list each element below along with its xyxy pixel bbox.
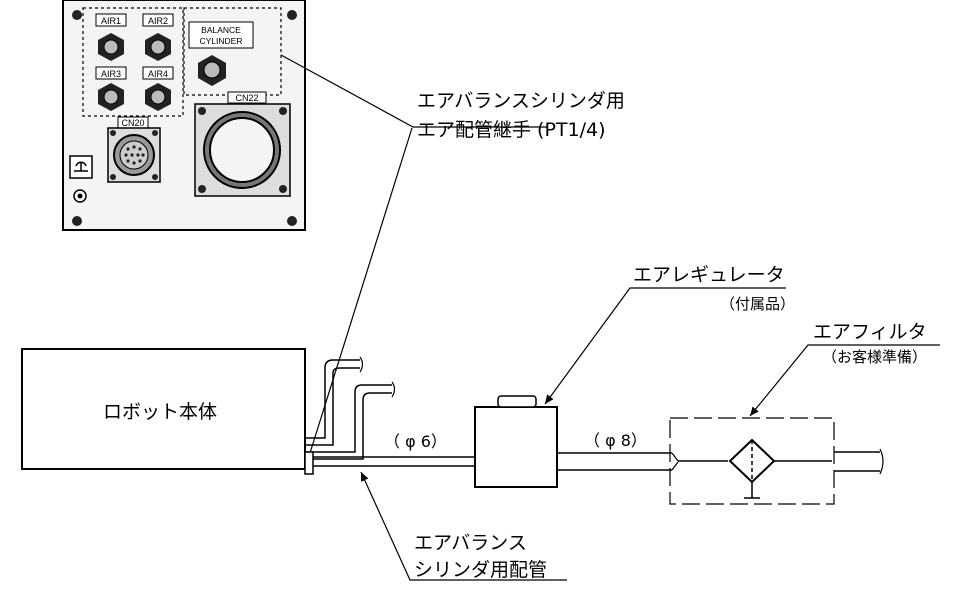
pipe-to-source	[834, 448, 884, 475]
robot-body: ロボット本体	[21, 348, 306, 470]
fitting-callout-line1: エアバランスシリンダ用	[417, 90, 625, 112]
air-regulator	[474, 395, 558, 488]
cn20-connector-icon	[107, 127, 161, 183]
screw-icon	[287, 10, 297, 20]
air-filter	[669, 417, 835, 505]
air-fitting-icon	[145, 33, 171, 61]
piping-callout-line2: シリンダ用配管	[414, 559, 547, 581]
svg-text:AIR2: AIR2	[148, 16, 168, 26]
fitting-leader-line	[280, 54, 547, 128]
pipe-phi6	[304, 451, 475, 475]
ground-icon	[69, 155, 93, 179]
screw-terminal-icon	[73, 189, 87, 203]
cn20-label: CN20	[121, 118, 144, 128]
air-port-label: AIR1	[95, 13, 127, 27]
robot-hoses	[305, 356, 396, 460]
regulator-note: （付属品）	[720, 295, 795, 313]
air-port-label: AIR4	[142, 66, 174, 80]
pipe-size-phi8: （ φ 8）	[584, 431, 647, 450]
cn22-label: CN22	[235, 93, 258, 103]
balance-label: BALANCE	[201, 25, 241, 35]
connector-panel: AIR1 AIR2 AIR3 AIR4	[62, 0, 306, 231]
filter-callout: エアフィルタ	[813, 321, 927, 343]
fitting-callout-line2: エア配管継手 (PT1/4)	[417, 119, 606, 141]
filter-note: （お客様準備）	[822, 348, 927, 366]
screw-icon	[287, 216, 297, 226]
screw-icon	[72, 216, 82, 226]
svg-text:AIR3: AIR3	[101, 69, 121, 79]
pipe-phi8	[557, 452, 679, 471]
piping-callout-line1: エアバランス	[414, 532, 527, 554]
svg-text:AIR1: AIR1	[101, 16, 121, 26]
regulator-leader-line	[544, 287, 786, 405]
robot-body-label: ロボット本体	[103, 401, 217, 423]
svg-text:AIR4: AIR4	[148, 69, 168, 79]
air-port-label: AIR3	[95, 66, 127, 80]
air-fitting-icon	[145, 83, 171, 111]
screw-icon	[72, 10, 82, 20]
fitting-leader-line	[309, 127, 413, 454]
filter-leader-line	[749, 344, 940, 417]
air-fitting-icon	[98, 83, 124, 111]
air-port-label: AIR2	[142, 13, 174, 27]
cn22-connector-icon	[194, 103, 291, 197]
air-fitting-icon	[98, 33, 124, 61]
piping-leader-line	[360, 471, 567, 581]
regulator-callout: エアレギュレータ	[633, 264, 785, 286]
pipe-size-phi6: （ φ 6）	[384, 432, 447, 451]
balance-cylinder-fitting-icon	[198, 55, 226, 86]
cylinder-label: CYLINDER	[200, 36, 243, 46]
